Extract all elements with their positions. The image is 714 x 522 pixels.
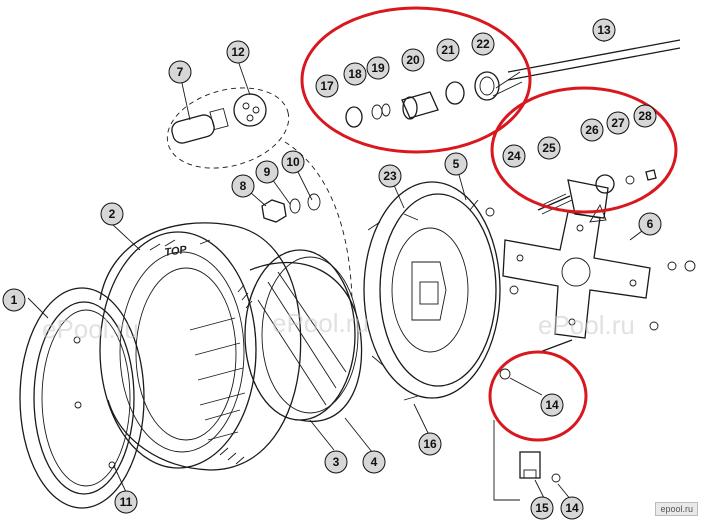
svg-text:25: 25 [542,141,556,155]
callout-3: 3 [324,450,348,474]
callout-14-lower: 14 [560,496,584,520]
callout-17: 17 [315,74,339,98]
svg-text:12: 12 [231,45,245,59]
svg-text:24: 24 [507,149,521,163]
callout-7: 7 [168,60,192,84]
callout-15: 15 [530,496,554,520]
svg-text:11: 11 [120,495,133,509]
svg-text:4: 4 [371,455,378,469]
svg-text:27: 27 [611,116,625,130]
svg-text:10: 10 [286,155,300,169]
highlight-cable-gland [300,6,532,154]
svg-text:9: 9 [264,165,271,179]
svg-text:7: 7 [177,65,184,79]
brand-logo: epool.ru [655,502,698,516]
part-niche-body [189,249,363,441]
top-marking: TOP [164,244,189,259]
watermark-right: ePool.ru [538,310,635,340]
svg-text:15: 15 [535,501,549,515]
svg-text:26: 26 [585,123,599,137]
part-front-ring [19,287,145,509]
callout-10: 10 [281,150,305,174]
svg-text:14: 14 [545,398,559,412]
callout-4: 4 [362,450,386,474]
part-nut-washers [261,193,321,223]
callout-12: 12 [226,40,250,64]
svg-text:1: 1 [11,293,18,307]
callout-16: 16 [418,432,442,456]
svg-text:18: 18 [348,67,362,81]
callout-19: 19 [366,56,390,80]
svg-text:19: 19 [371,61,385,75]
watermark-left: ePool.ru [42,314,139,344]
callout-9: 9 [255,160,279,184]
highlight-outlines [300,6,678,442]
part-reflector-housing [363,181,501,399]
svg-text:16: 16 [423,437,437,451]
svg-text:21: 21 [441,43,455,57]
callout-5: 5 [444,152,468,176]
part-cable-gland-set [345,71,500,128]
callout-11: 11 [114,490,138,514]
part-bracket-hardware [537,169,657,219]
highlight-bracket-hardware [490,86,678,214]
callout-22: 22 [471,32,495,56]
watermark-center: ePool.ru [272,308,369,338]
svg-text:3: 3 [333,455,340,469]
callout-26: 26 [580,118,604,142]
callout-18: 18 [343,62,367,86]
callout-6: 6 [638,212,662,236]
watermarks: ePool.ru ePool.ru ePool.ru [42,308,635,344]
callout-24: 24 [502,144,526,168]
part-loose-fasteners [403,207,696,401]
svg-text:5: 5 [453,157,460,171]
part-niche-bezel: TOP [99,222,302,471]
callout-13: 13 [592,18,616,42]
callout-1: 1 [2,288,26,312]
svg-text:6: 6 [647,217,654,231]
callout-14-upper: 14 [540,393,564,417]
callout-2: 2 [100,202,124,226]
part-cable [492,39,681,97]
part-earth-clip [493,420,561,501]
callout-28: 28 [633,104,657,128]
callout-23: 23 [378,164,402,188]
svg-text:14: 14 [565,501,579,515]
callout-8: 8 [231,174,255,198]
svg-text:23: 23 [383,169,397,183]
callout-21: 21 [436,38,460,62]
svg-text:28: 28 [638,109,652,123]
svg-text:8: 8 [240,179,247,193]
callout-27: 27 [606,111,630,135]
svg-text:20: 20 [406,53,420,67]
leader-lines [27,30,651,501]
highlight-nut-14 [488,350,588,442]
svg-text:22: 22 [476,37,490,51]
callout-20: 20 [401,48,425,72]
svg-text:17: 17 [320,79,334,93]
svg-text:2: 2 [109,207,116,221]
callout-25: 25 [537,136,561,160]
svg-text:13: 13 [597,23,611,37]
